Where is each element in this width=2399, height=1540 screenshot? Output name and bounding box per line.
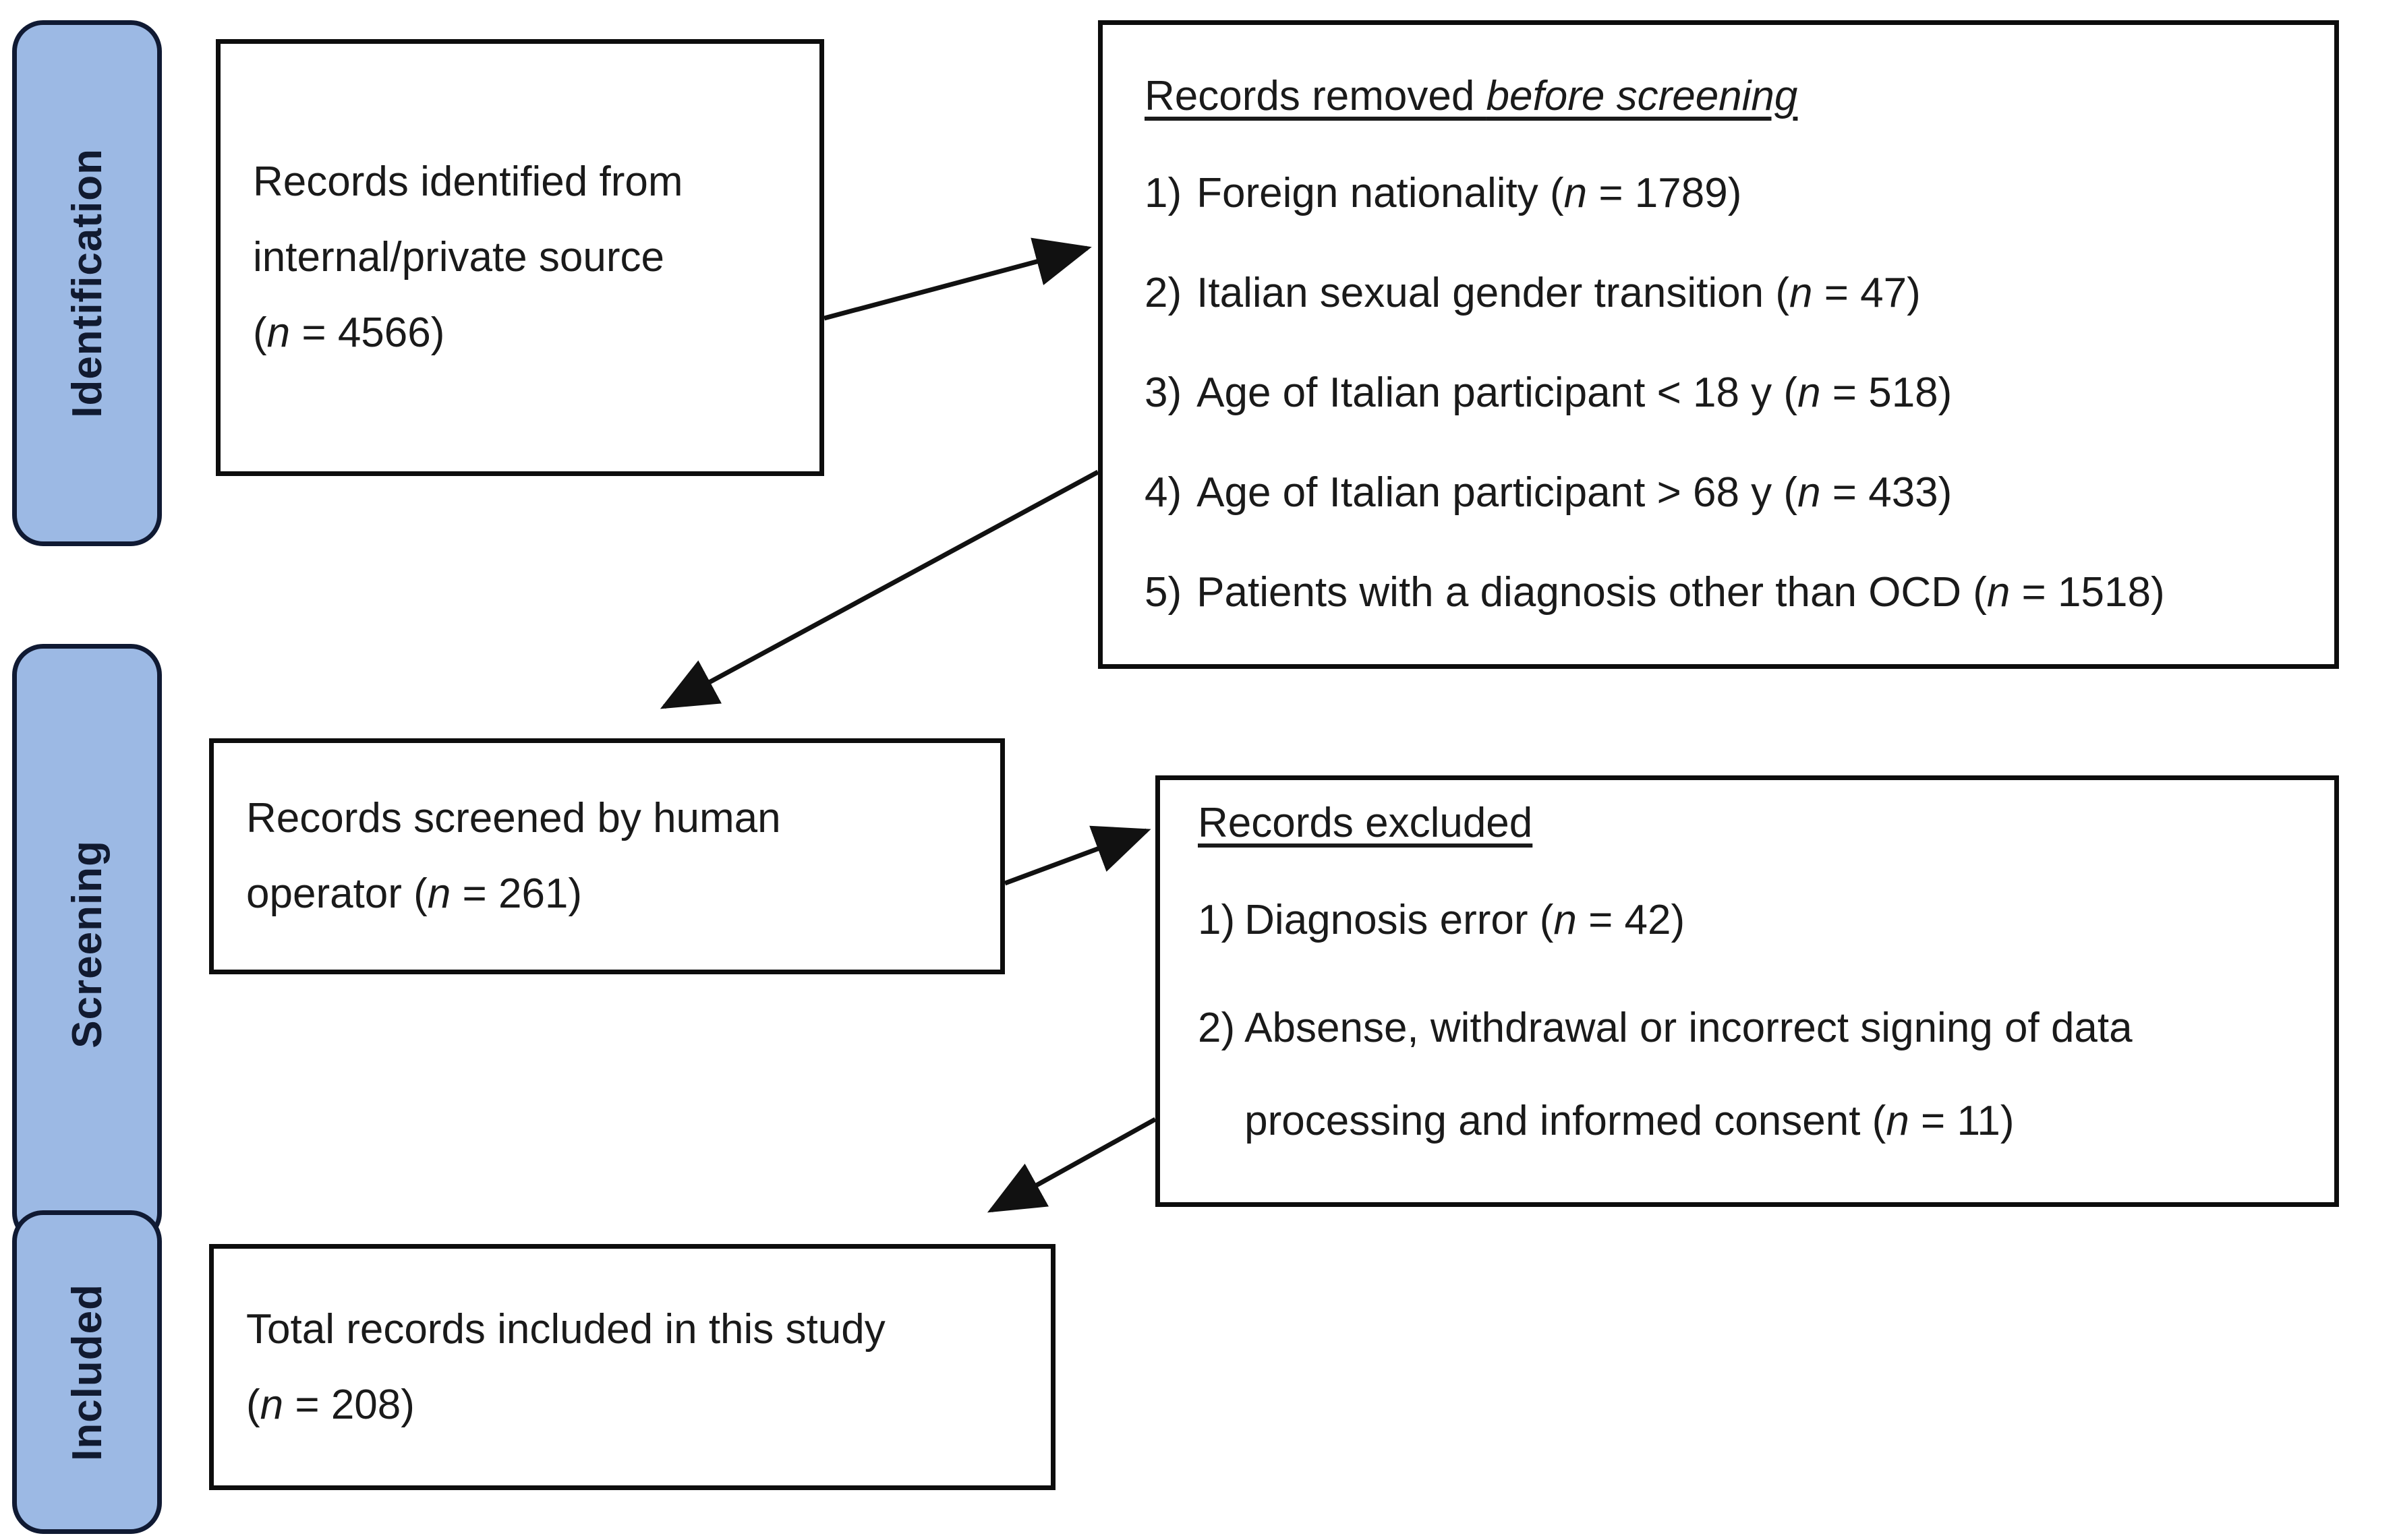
total-included-line-1: Total records included in this study	[246, 1305, 886, 1353]
total-included-line-2: (n = 208)	[246, 1381, 415, 1428]
records-screened-count-value: 261	[498, 870, 569, 917]
reason-text: Age of Italian participant > 68 y (n = 4…	[1196, 469, 1953, 516]
phase-pill-identification: Identification	[12, 20, 162, 546]
reason-number: 2)	[1198, 1005, 1236, 1051]
reason-number: 5)	[1145, 569, 1182, 616]
list-item: 1) Foreign nationality (n = 1789)	[1145, 158, 2292, 229]
box-records-screened: Records screened by human operator (n = …	[209, 738, 1005, 974]
list-item: 2) Absense, withdrawal or incorrect sign…	[1198, 993, 2296, 1156]
list-item: 5) Patients with a diagnosis other than …	[1145, 558, 2292, 628]
records-excluded-heading: Records excluded	[1198, 800, 1533, 846]
reason-text: Age of Italian participant < 18 y (n = 5…	[1196, 369, 1953, 416]
reason-text: Patients with a diagnosis other than OCD…	[1196, 569, 2165, 616]
list-item: 1) Diagnosis error (n = 42)	[1198, 885, 2296, 955]
records-excluded-reason-list: 1) Diagnosis error (n = 42) 2) Absense, …	[1198, 885, 2296, 1194]
arrow-removed-to-screened	[660, 469, 1099, 709]
reason-number: 3)	[1145, 369, 1182, 416]
phase-label-included: Included	[63, 1283, 111, 1461]
records-removed-heading-italic: before screening	[1486, 73, 1798, 119]
box-records-removed-before-screening: Records removed before screening 1) Fore…	[1098, 20, 2339, 669]
list-item: 4) Age of Italian participant > 68 y (n …	[1145, 458, 2292, 528]
box-total-records-included: Total records included in this study (n …	[209, 1244, 1056, 1490]
arrow-excluded-to-included	[987, 1117, 1157, 1213]
list-item: 3) Age of Italian participant < 18 y (n …	[1145, 358, 2292, 428]
records-identified-line-1: Records identified from	[253, 158, 683, 205]
phase-label-identification: Identification	[63, 148, 111, 418]
records-removed-reason-list: 1) Foreign nationality (n = 1789) 2) Ita…	[1145, 158, 2292, 628]
reason-text: Diagnosis error (n = 42)	[1244, 897, 1685, 943]
phase-pill-included: Included	[12, 1210, 162, 1534]
records-identified-count-value: 4566	[337, 309, 431, 356]
reason-number: 1)	[1198, 897, 1236, 943]
reason-text-line-1: Absense, withdrawal or incorrect signing…	[1244, 1005, 2133, 1051]
box-records-excluded: Records excluded 1) Diagnosis error (n =…	[1155, 775, 2339, 1207]
box-records-identified: Records identified from internal/private…	[216, 39, 824, 476]
reason-text: Foreign nationality (n = 1789)	[1196, 170, 1742, 216]
reason-number: 4)	[1145, 469, 1182, 516]
list-item: 2) Italian sexual gender transition (n =…	[1145, 258, 2292, 328]
reason-text: Italian sexual gender transition (n = 47…	[1196, 270, 1921, 316]
records-removed-heading: Records removed before screening	[1145, 61, 2292, 131]
total-included-count-value: 208	[330, 1381, 401, 1428]
records-screened-line-2: operator (n = 261)	[246, 870, 583, 917]
phase-pill-screening: Screening	[12, 644, 162, 1244]
reason-text: Absense, withdrawal or incorrect signing…	[1244, 1005, 2133, 1144]
arrow-screened-to-excluded	[1004, 825, 1151, 886]
phase-label-screening: Screening	[63, 839, 111, 1048]
records-removed-heading-plain: Records removed	[1145, 73, 1486, 119]
records-identified-line-3: (n = 4566)	[253, 309, 445, 356]
arrow-identified-to-removed	[823, 237, 1092, 321]
reason-number: 2)	[1145, 270, 1182, 316]
records-identified-line-2: internal/private source	[253, 234, 664, 280]
reason-number: 1)	[1145, 170, 1182, 216]
records-screened-line-1: Records screened by human	[246, 795, 781, 841]
